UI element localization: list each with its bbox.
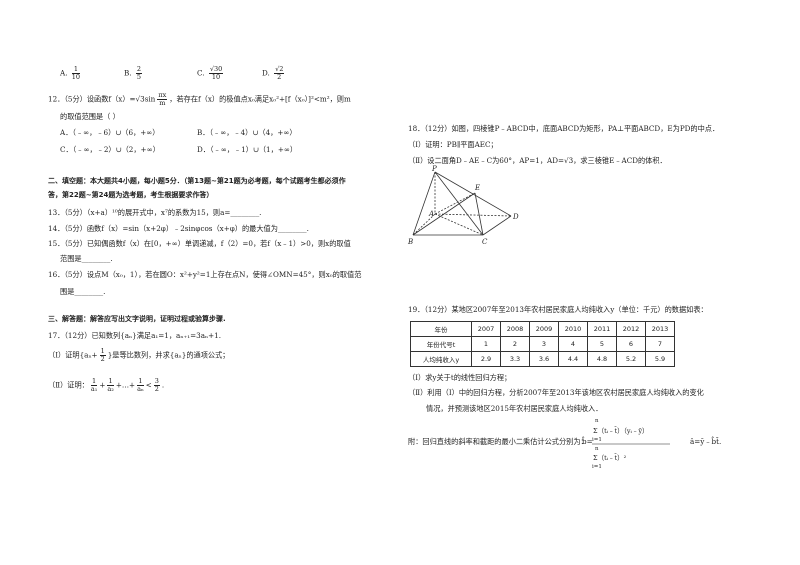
q18-part2: （Ⅱ）设二面角D﹣AE﹣C为60°，AP=1，AD=√3，求三棱锥E﹣ACD的体… <box>408 156 667 165</box>
q18-part1: （Ⅰ）证明：PB∥平面AEC； <box>408 140 498 149</box>
q16-line2: 围是________. <box>60 287 106 296</box>
q15-line1: 15．（5分）已知偶函数f（x）在[0，+∞）单调递减，f（2）=0，若f（x﹣… <box>48 239 351 248</box>
q17: 17．（12分）已知数列{aₙ}满足a₁=1，aₙ₊₁=3aₙ+1. <box>48 331 221 340</box>
q19-part2-line2: 情况，并预测该地区2015年农村居民家庭人均纯收入． <box>426 404 603 413</box>
q14: 14．（5分）函数f（x）=sin（x+2φ）﹣2sinφcos（x+φ）的最大… <box>48 224 309 233</box>
label-e: E <box>474 184 480 192</box>
q13: 13．（5分）（x+a）¹⁰的展开式中，x⁷的系数为15，则a=________… <box>48 208 262 217</box>
fraction-bar <box>592 443 670 445</box>
edge-pb <box>412 171 436 236</box>
q12-option-b: B．（﹣∞，﹣4）∪（4，+∞） <box>197 128 297 137</box>
table-cell: 6 <box>616 336 646 352</box>
q19-part1: （Ⅰ）求y关于t的线性回归方程； <box>408 373 512 382</box>
edge-ac <box>434 213 484 236</box>
table-cell: 2008 <box>500 321 530 337</box>
table-cell: 2010 <box>558 321 588 337</box>
q12-line2: 的取值范围是（ ） <box>60 112 120 121</box>
table-cell: 年份 <box>410 321 472 337</box>
q18-line1: 18．（12分）如图，四棱锥P﹣ABCD中，底面ABCD为矩形，PA⊥平面ABC… <box>408 124 720 133</box>
table-cell: 7 <box>645 336 675 352</box>
q16-line1: 16．（5分）设点M（x₀，1），若在圆O：x²+y²=1上存在点N，使得∠OM… <box>48 270 362 279</box>
table-cell: 5.9 <box>645 351 675 367</box>
table-cell: 2009 <box>529 321 559 337</box>
edge-cd <box>482 215 512 236</box>
label-c: C <box>482 238 488 246</box>
table-cell: 4.4 <box>558 351 588 367</box>
table-cell: 1 <box>471 336 501 352</box>
section3-title: 三、解答题：解答应写出文字说明，证明过程或验算步骤. <box>48 315 226 323</box>
table-cell: 2012 <box>616 321 646 337</box>
table-row: 年份代号t 1 2 3 4 5 6 7 <box>410 336 675 352</box>
table-cell: 3.6 <box>529 351 559 367</box>
sum-bottom-index: i=1 <box>592 464 602 470</box>
table-cell: 2 <box>500 336 530 352</box>
q12-option-d: D．（﹣∞，﹣1）∪（1，+∞） <box>197 145 298 154</box>
edge-ae <box>434 192 476 215</box>
table-cell: 2007 <box>471 321 501 337</box>
table-cell: 4.8 <box>587 351 617 367</box>
q19-line1: 19．（12分）某地区2007年至2013年农村居民家庭人均纯收入y（单位：千元… <box>408 305 708 314</box>
edge-ad <box>434 213 512 217</box>
income-table: 年份 2007 2008 2009 2010 2011 2012 2013 年份… <box>410 321 675 367</box>
q19-part2-line1: （Ⅱ）利用（Ⅰ）中的回归方程，分析2007年至2013年该地区农村居民家庭人均纯… <box>408 388 704 397</box>
q19-note: 附：回归直线的斜率和截距的最小二乘估计公式分别为： <box>408 437 588 446</box>
section2-title-line2: 答，第22题~第24题为选考题，考生根据要求作答） <box>48 191 214 199</box>
q15-line2: 范围是________. <box>60 254 113 263</box>
edge-ab <box>412 213 436 236</box>
label-b: B <box>407 238 413 246</box>
table-cell: 2011 <box>587 321 617 337</box>
label-p: P <box>431 165 437 173</box>
table-cell: 5.2 <box>616 351 646 367</box>
table-cell: 4 <box>558 336 588 352</box>
label-a: A <box>428 210 434 218</box>
label-d: D <box>512 213 519 221</box>
q12-option-a: A．（﹣∞，﹣6）∪（6，+∞） <box>60 128 160 137</box>
table-cell: 3 <box>529 336 559 352</box>
q12-option-c: C．（﹣∞，﹣2）∪（2，+∞） <box>60 145 160 154</box>
sum-top-n: n <box>595 418 599 424</box>
pyramid-figure: P E A B C D <box>407 165 519 246</box>
table-row: 人均纯收入y 2.9 3.3 3.6 4.4 4.8 5.2 5.9 <box>410 351 675 367</box>
table-cell: 年份代号t <box>410 336 472 352</box>
b-hat: b̂= <box>582 437 593 446</box>
a-hat: â=ȳ﹣b̂t̄. <box>690 437 722 446</box>
table-cell: 3.3 <box>500 351 530 367</box>
table-cell: 2013 <box>645 321 675 337</box>
table-cell: 2.9 <box>471 351 501 367</box>
edge-ec <box>474 192 484 236</box>
table-row: 年份 2007 2008 2009 2010 2011 2012 2013 <box>410 321 675 337</box>
formula-denominator: Σ（tᵢ﹣t̄）² <box>593 454 627 462</box>
section2-title-line1: 二、填空题：本大题共4小题，每小题5分．（第13题~第21题为必考题，每个试题考… <box>48 177 346 185</box>
formula-numerator: Σ（tᵢ﹣t̄）（yᵢ﹣ȳ） <box>593 427 649 435</box>
sum-top-index: i=1 <box>592 437 602 443</box>
sum-bottom-n: n <box>595 446 599 452</box>
table-cell: 5 <box>587 336 617 352</box>
table-cell: 人均纯收入y <box>410 351 472 367</box>
